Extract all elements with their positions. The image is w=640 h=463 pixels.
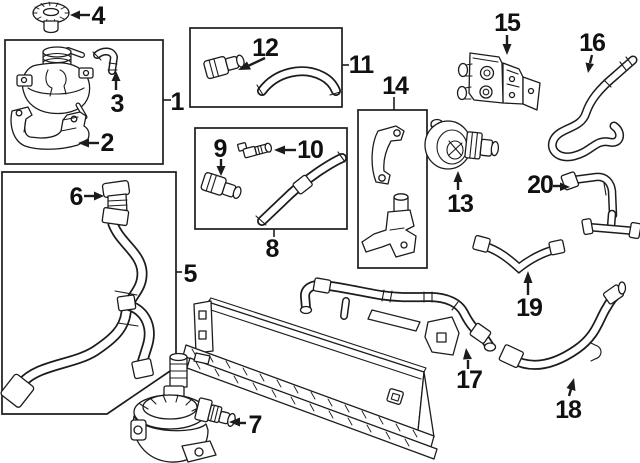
- part-19-hose-drawing: [472, 234, 566, 268]
- callout-16[interactable]: 16: [579, 29, 606, 57]
- part-12-fitting-drawing: [203, 54, 245, 80]
- part-17-hose-assembly-drawing: [299, 277, 497, 356]
- group-box-8: [194, 127, 348, 230]
- radiator-drawing: [182, 297, 438, 460]
- callout-19[interactable]: 19: [516, 294, 543, 322]
- part-2-bracket-drawing: [10, 106, 90, 150]
- part-10-sensor-drawing: [237, 142, 273, 159]
- group-box-11: [189, 27, 343, 108]
- callout-6[interactable]: 6: [70, 183, 84, 211]
- callout-20[interactable]: 20: [527, 171, 554, 199]
- part-16-hose-drawing: [552, 57, 633, 157]
- callout-15[interactable]: 15: [494, 9, 522, 37]
- part-9-fitting-drawing: [200, 172, 242, 200]
- group-box-14: [357, 109, 428, 269]
- callout-13[interactable]: 13: [447, 190, 474, 218]
- part-5-hose-drawing: [0, 207, 154, 408]
- part-14-brackets-drawing: [361, 125, 417, 258]
- group-box-1: [4, 39, 164, 165]
- part-15-heat-exchanger-drawing: [456, 52, 541, 111]
- callout-1[interactable]: 1: [171, 88, 186, 116]
- callout-arrows: [70, 10, 594, 427]
- callout-18[interactable]: 18: [555, 396, 583, 424]
- callout-14[interactable]: 14: [382, 72, 410, 100]
- part-13-water-pump-drawing: [424, 118, 500, 170]
- part-4-cap-drawing: [32, 1, 70, 34]
- callout-5[interactable]: 5: [184, 260, 199, 288]
- part-8-hose-drawing: [255, 151, 345, 225]
- callout-10[interactable]: 10: [297, 136, 324, 164]
- part-20-hose-drawing: [560, 171, 640, 240]
- callout-17[interactable]: 17: [456, 366, 483, 394]
- group-box-5: [1, 171, 177, 415]
- part-18-hose-drawing: [498, 281, 627, 368]
- callout-9[interactable]: 9: [214, 135, 228, 163]
- callout-12[interactable]: 12: [252, 34, 279, 62]
- callout-4[interactable]: 4: [92, 2, 107, 30]
- callout-3[interactable]: 3: [111, 90, 125, 118]
- callout-11[interactable]: 11: [349, 51, 376, 79]
- callout-8[interactable]: 8: [266, 235, 281, 263]
- part-1-reservoir-drawing: [16, 46, 94, 120]
- callout-7[interactable]: 7: [249, 411, 263, 439]
- callout-2[interactable]: 2: [101, 129, 115, 157]
- part-3-hose-drawing: [92, 51, 117, 71]
- part-7-water-pump-drawing: [130, 352, 236, 463]
- leader-lines: [163, 64, 395, 273]
- part-11-hose-drawing: [256, 71, 340, 95]
